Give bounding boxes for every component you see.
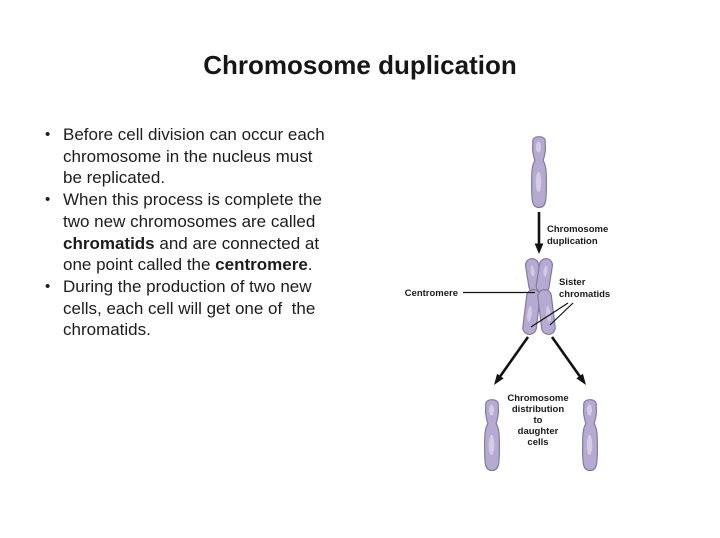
bullet-line: cells, each cell will get one of the [63,298,315,320]
bullet-line: be replicated. [63,167,325,189]
bullet-item: • Before cell division can occur each chro… [45,124,380,189]
arrow-head [534,243,544,254]
text-segment: cells, each cell will get one of the [63,298,316,318]
chromosome-highlight [530,265,535,277]
chromosome-highlight [546,306,551,322]
text-segment: During the production of two new [63,276,312,296]
text-segment: When this process is complete the [63,190,322,210]
text-segment: one point called the [63,255,216,275]
slide-title: Chromosome duplication [203,50,517,80]
chromosome-highlight [586,435,593,455]
arrow-head [576,373,586,385]
bullet-marker: • [45,277,51,295]
bullet-marker: • [45,191,51,209]
bullet-marker: • [45,126,51,143]
bullet-line: two new chromosomes are called [63,211,322,233]
duplication-label-line1: Chromosome [547,224,608,235]
distribution-label-line2: distribution [512,404,564,415]
text-segment: centromere [215,255,308,275]
text-segment: two new chromosomes are called [63,211,316,231]
distribution-label-line4: daughter [518,426,559,437]
bullet-line: chromatids and are connected at [63,233,322,255]
chromosome-highlight [527,306,532,322]
duplication-arrow [534,212,544,254]
text-segment: be replicated. [63,168,166,188]
bullet-text: Before cell division can occur each chrom… [63,124,325,189]
chromosome-highlight [543,265,548,277]
parent-chromosome [530,136,548,209]
text-segment: chromatids [63,233,155,253]
daughter-chromosome-left [483,399,501,472]
distribution-label-line5: cells [527,437,548,448]
bullet-line: When this process is complete the [63,189,322,211]
bullet-line: During the production of two new [63,276,315,298]
centromere-label-group: Centromere [405,288,458,299]
text-segment: chromosome in the nucleus must [63,146,313,166]
chromosome-highlight [535,141,542,153]
pointer-line [530,302,569,328]
bullet-line: chromosome in the nucleus must [63,146,325,168]
distribution-arrow-right [550,336,586,385]
bullet-line: Before cell division can occur each [63,124,325,146]
arrow-shaft [550,336,583,379]
text-segment: . [307,255,313,275]
centromere-label: Centromere [405,288,458,299]
chromosome-diagram: Chromosome duplication Centromere Sister… [405,136,610,472]
arrow-head [494,373,504,385]
chromosome-highlight [488,404,495,416]
sister-label-line1: Sister [559,277,586,288]
duplication-label-line2: duplication [547,236,598,247]
sister-pointer-lines [530,302,574,328]
text-segment: and are connected at [154,233,320,253]
distribution-label-line1: Chromosome [507,393,568,404]
chromosome-highlight [535,172,542,192]
pointer-line [549,302,574,326]
distribution-arrow-left [494,336,530,385]
sister-chromatids-label: Sister chromatids [559,277,610,300]
distribution-label-line3: to [534,415,543,426]
bullet-line: chromatids. [63,319,315,341]
daughter-chromosome-right [581,399,599,472]
text-segment: Before cell division can occur each [63,125,325,144]
chromosome-highlight [488,435,495,455]
duplication-label: Chromosome duplication [547,224,608,247]
distribution-label: Chromosome distribution to daughter cell… [507,393,568,448]
bullet-list: • Before cell division can occur each chro… [45,124,380,341]
bullet-line: one point called the centromere. [63,254,322,276]
sister-label-line2: chromatids [559,289,610,300]
chromosome-highlight [586,404,593,416]
arrow-shaft [497,336,530,379]
text-segment: chromatids. [63,320,151,340]
